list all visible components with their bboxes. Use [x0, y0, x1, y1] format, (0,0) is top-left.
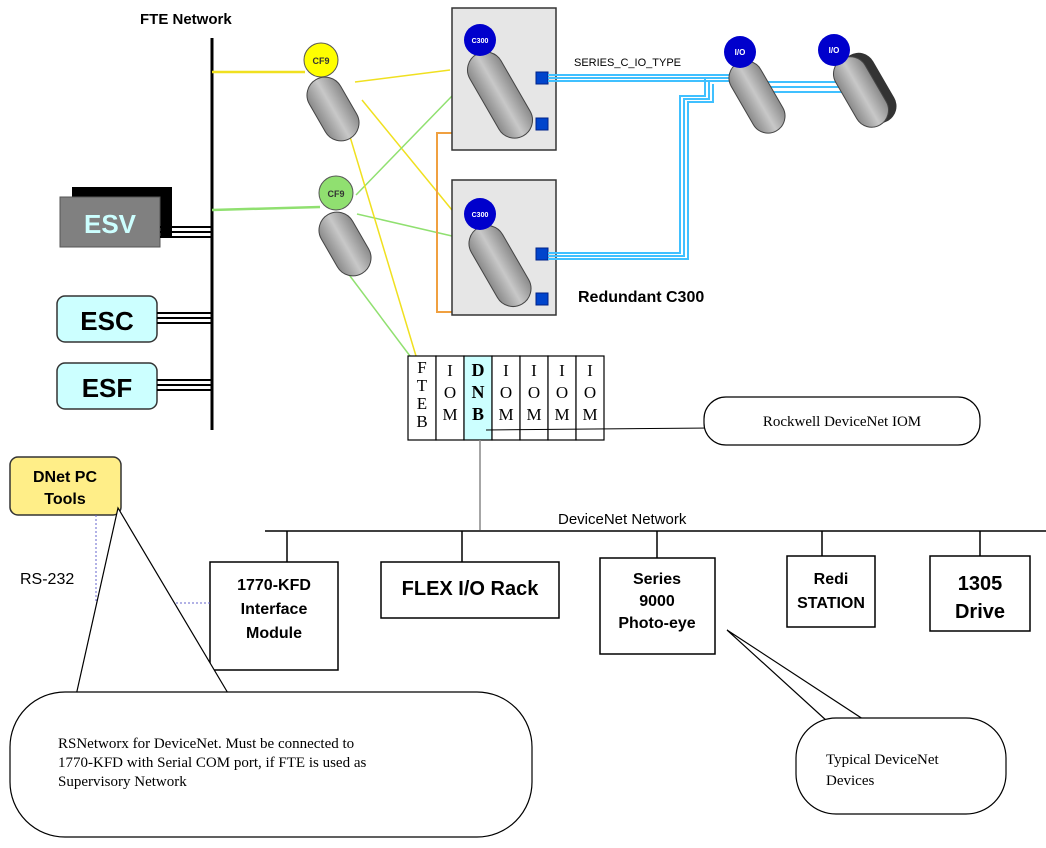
link-cf9a-c300a: [354, 69, 451, 83]
rack-slot-3-letter-0: I: [503, 361, 509, 380]
io-label-1: I/O: [735, 48, 746, 57]
esc-label: ESC: [80, 306, 134, 336]
typical-callout: [795, 717, 1007, 815]
rack-slot-1-letter-0: I: [447, 361, 453, 380]
rockwell-callout: [703, 396, 981, 446]
rack-slot-6-letter-2: M: [582, 405, 597, 424]
rack-slot-0-letter-3: B: [416, 412, 427, 431]
cf9-switch-a: CF9: [303, 42, 360, 142]
devicenet-network-label: DeviceNet Network: [558, 511, 687, 528]
dnet-tools-line-2: Tools: [44, 491, 86, 508]
dnet-pc-tools: DNet PC Tools: [9, 456, 122, 516]
esc-server: ESC: [56, 295, 212, 343]
device-kfd: 1770-KFD Interface Module: [209, 561, 339, 671]
device-redi: Redi STATION: [786, 555, 876, 628]
drive-line-2: Drive: [955, 601, 1005, 623]
c300-controller-b: C300: [451, 179, 557, 316]
cf9-label-a: CF9: [312, 56, 329, 66]
flex-label: FLEX I/O Rack: [402, 578, 540, 600]
link-cf9b-fteb: [343, 267, 411, 357]
rack-slot-6-letter-1: O: [584, 383, 596, 402]
esv-label: ESV: [84, 209, 137, 239]
rack-slot-5-letter-2: M: [554, 405, 569, 424]
device-drive: 1305 Drive: [929, 555, 1031, 632]
link-cf9b-c300a: [355, 95, 453, 196]
rack-slot-5-letter-1: O: [556, 383, 568, 402]
kfd-line-1: 1770-KFD: [237, 577, 311, 594]
redi-line-1: Redi: [814, 571, 849, 588]
rack-slot-3-letter-2: M: [498, 405, 513, 424]
series9000-line-2: 9000: [639, 593, 675, 610]
rack-slot-3-letter-1: O: [500, 383, 512, 402]
rack-slot-2-letter-1: N: [472, 382, 485, 402]
rack-slot-4-letter-0: I: [531, 361, 537, 380]
rsnetworx-callout-pointer: [74, 506, 239, 711]
fte-link-green: [211, 205, 321, 212]
series9000-line-3: Photo-eye: [618, 615, 695, 632]
c300-label-b: C300: [472, 212, 489, 219]
cf9-switch-b: CF9: [318, 175, 372, 277]
kfd-line-2: Interface: [241, 601, 308, 618]
rs232-label: RS-232: [20, 571, 74, 588]
c300-controller-a: C300: [451, 7, 557, 151]
io-label-2: I/O: [829, 46, 840, 55]
rsnetworx-line-2: 1770-KFD with Serial COM port, if FTE is…: [58, 755, 366, 771]
esv-server: ESV: [59, 187, 212, 248]
esf-label: ESF: [82, 373, 133, 403]
redundant-c300-label: Redundant C300: [578, 289, 704, 306]
redi-line-2: STATION: [797, 595, 865, 612]
rack-slot-2-letter-0: D: [472, 360, 485, 380]
rack-slot-1-letter-2: M: [442, 405, 457, 424]
io-links: [548, 74, 850, 260]
rack-slot-2-letter-2: B: [472, 404, 484, 424]
cf9-label-b: CF9: [327, 189, 344, 199]
rsnetworx-callout: [9, 691, 533, 838]
io-module-1: I/O: [724, 36, 786, 134]
rack-slot-0-letter-0: F: [417, 358, 426, 377]
link-cf9a-c300b: [361, 99, 453, 211]
rack-slot-5-letter-0: I: [559, 361, 565, 380]
device-flex: FLEX I/O Rack: [380, 561, 560, 619]
series9000-line-1: Series: [633, 571, 681, 588]
fte-network-label: FTE Network: [140, 11, 232, 28]
rack-slot-1-letter-1: O: [444, 383, 456, 402]
kfd-line-3: Module: [246, 625, 302, 642]
esf-server: ESF: [56, 362, 212, 410]
device-series9000: Series 9000 Photo-eye: [599, 557, 716, 655]
io-module-2: I/O: [818, 34, 897, 128]
rack-slot-6-letter-0: I: [587, 361, 593, 380]
typical-callout-pointer: [726, 629, 899, 743]
rack-slot-0-letter-2: E: [417, 394, 427, 413]
redundancy-link: [436, 132, 452, 313]
rack-slot-4-letter-1: O: [528, 383, 540, 402]
typical-line-2: Devices: [826, 773, 874, 789]
link-cf9a-fteb: [344, 119, 417, 357]
series-io-type-label: SERIES_C_IO_TYPE: [574, 57, 681, 69]
rack-slot-0-letter-1: T: [417, 376, 428, 395]
rockwell-callout-text: Rockwell DeviceNet IOM: [763, 414, 921, 430]
rsnetworx-line-1: RSNetworx for DeviceNet. Must be connect…: [58, 736, 354, 752]
rack-slot-4-letter-2: M: [526, 405, 541, 424]
drive-line-1: 1305: [958, 573, 1003, 595]
rockwell-callout-pointer: [485, 427, 713, 431]
typical-line-1: Typical DeviceNet: [826, 752, 939, 768]
rsnetworx-line-3: Supervisory Network: [58, 774, 187, 790]
c300-label-a: C300: [472, 38, 489, 45]
dnet-tools-line-1: DNet PC: [33, 469, 97, 486]
